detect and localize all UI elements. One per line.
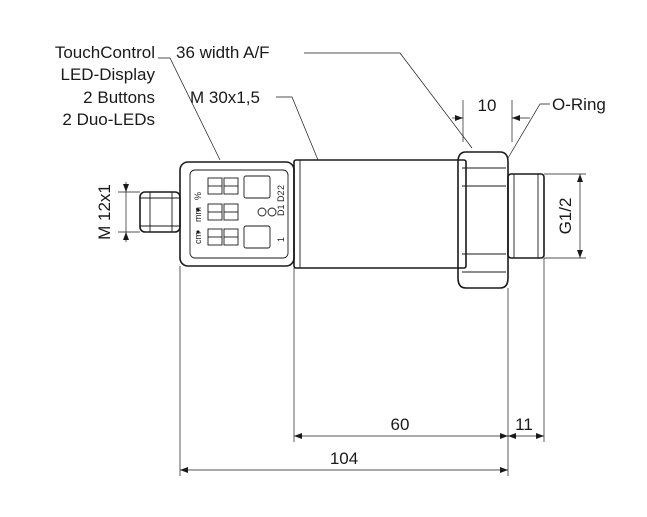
thread-m30-callout: M 30x1,5 bbox=[190, 88, 319, 161]
dim10-arrowhead-left bbox=[455, 115, 463, 121]
oring-callout: O-Ring bbox=[507, 95, 606, 159]
d60-value: 60 bbox=[391, 415, 410, 434]
unit-cm-label: cm bbox=[193, 232, 203, 244]
callout-line-1: TouchControl bbox=[55, 43, 155, 62]
callout-line-4: 2 Duo-LEDs bbox=[62, 110, 155, 129]
oring-label: O-Ring bbox=[552, 95, 606, 114]
callout-line-3: 2 Buttons bbox=[83, 88, 155, 107]
touch-button-2 bbox=[243, 225, 271, 249]
hex-nut bbox=[457, 151, 509, 289]
extension-lines bbox=[179, 258, 545, 476]
button-2-label: 2 bbox=[276, 185, 286, 190]
d1-label: D1 bbox=[276, 204, 286, 216]
thread-m30-label: M 30x1,5 bbox=[190, 88, 260, 107]
button-1-label: 1 bbox=[276, 237, 286, 242]
unit-pct-label: % bbox=[193, 192, 203, 200]
touchcontrol-callout: TouchControl LED-Display 2 Buttons 2 Duo… bbox=[55, 43, 221, 161]
body-cylinder bbox=[293, 159, 467, 269]
sensor-body bbox=[293, 159, 467, 269]
dim10-arrowhead-right bbox=[512, 115, 520, 121]
dimension-104: 104 bbox=[180, 449, 508, 473]
oring-leader-line bbox=[507, 103, 550, 159]
d11-value: 11 bbox=[515, 415, 533, 434]
thread-end bbox=[507, 173, 545, 259]
dimension-11: 11 bbox=[508, 415, 544, 439]
touchcontrol-leader-line bbox=[158, 57, 221, 161]
led-digits bbox=[207, 177, 239, 246]
d104-value: 104 bbox=[330, 449, 358, 468]
touch-button-1 bbox=[243, 175, 271, 199]
width-af-callout: 36 width A/F bbox=[176, 43, 473, 149]
display-window bbox=[189, 169, 289, 259]
duo-led-1 bbox=[257, 207, 267, 217]
thread-outline bbox=[507, 173, 545, 259]
thread-m30-leader-line bbox=[276, 96, 319, 161]
width-af-label: 36 width A/F bbox=[176, 43, 270, 62]
width-af-leader-line bbox=[304, 52, 473, 149]
g12-value: G1/2 bbox=[556, 198, 575, 235]
display-head: cm mm % D1 D2 1 2 bbox=[179, 161, 295, 267]
dim10-value: 10 bbox=[478, 96, 497, 115]
unit-mm-label: mm bbox=[193, 207, 203, 222]
dimension-g12: G1/2 bbox=[544, 173, 586, 259]
duo-led-2 bbox=[267, 207, 277, 217]
nut-outline bbox=[457, 151, 509, 289]
d2-label: D2 bbox=[276, 190, 286, 202]
dimension-10: 10 bbox=[452, 96, 530, 142]
callout-line-2: LED-Display bbox=[61, 65, 156, 84]
dimension-m12: M 12x1 bbox=[95, 182, 140, 242]
m12-connector bbox=[139, 191, 181, 233]
dimension-60: 60 bbox=[294, 415, 508, 439]
m12-value: M 12x1 bbox=[95, 184, 114, 240]
